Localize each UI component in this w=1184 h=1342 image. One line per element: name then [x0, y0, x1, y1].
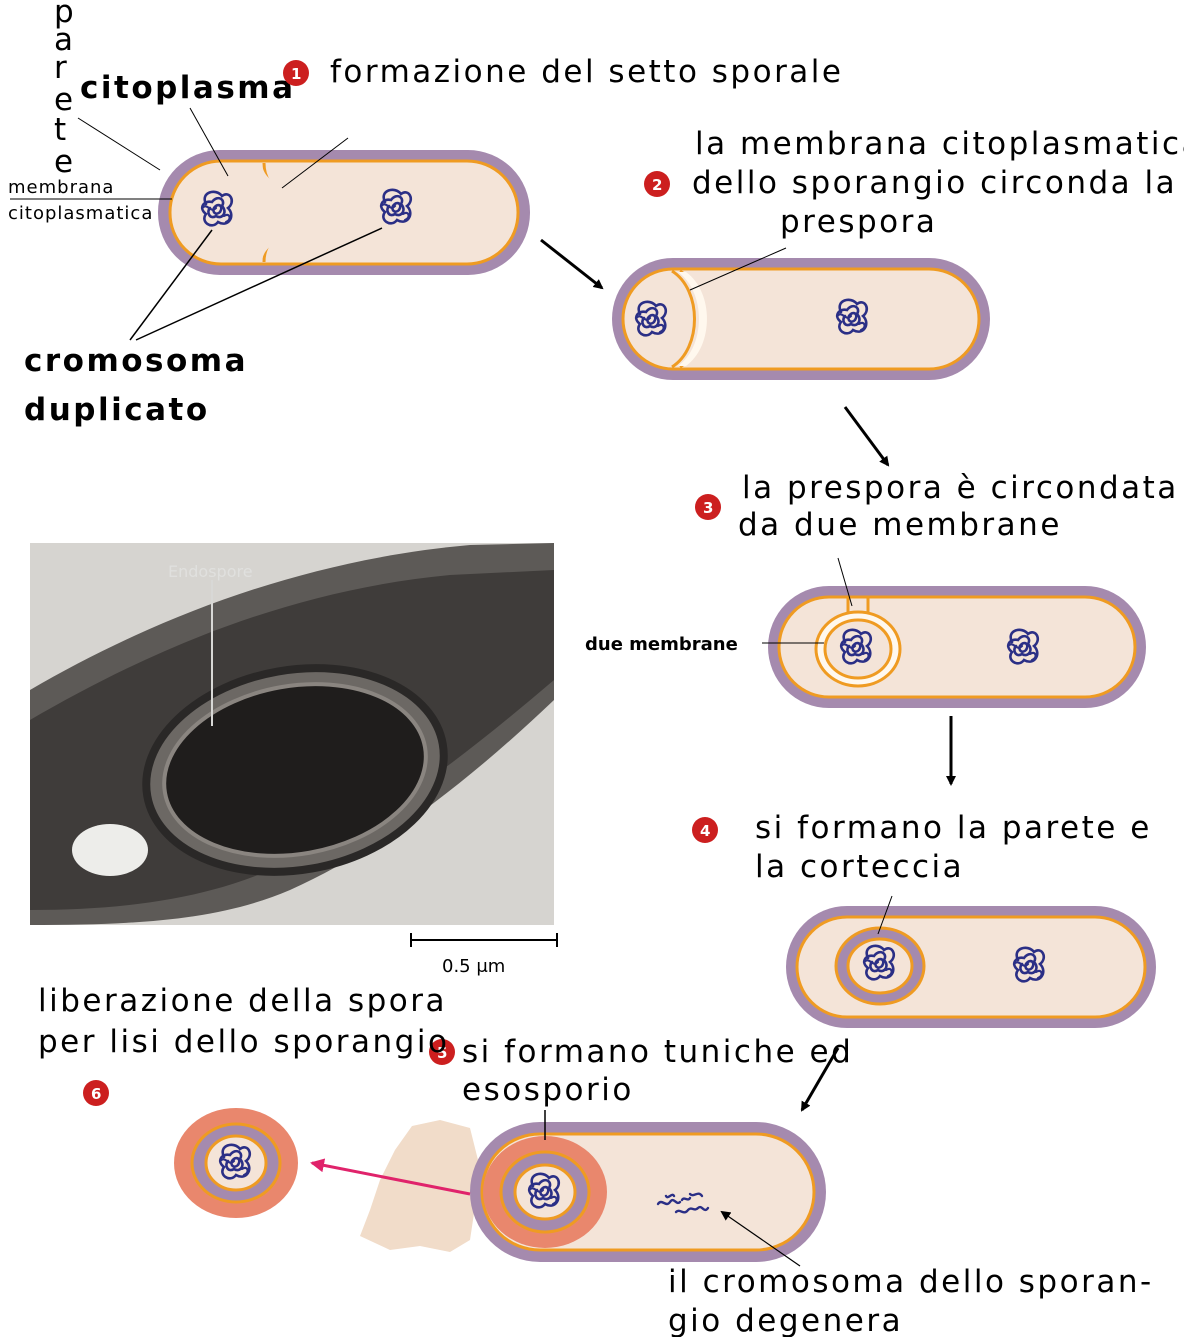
cell-step-2 — [612, 258, 990, 380]
free-spore — [174, 1108, 298, 1218]
step-text: la corteccia — [755, 849, 964, 885]
step-4: 4 si formano la parete e la corteccia — [692, 810, 1152, 885]
cell-step-3 — [768, 586, 1146, 708]
endospore-label: Endospore — [168, 562, 253, 581]
membrana-label-line1: membrana — [8, 177, 114, 198]
step-number: 3 — [703, 499, 713, 517]
due-membrane-label: due membrane — [585, 634, 738, 655]
citoplasma-label: citoplasma — [80, 70, 296, 106]
step-text: si formano tuniche ed — [462, 1034, 853, 1070]
cell-step-5 — [360, 1120, 826, 1262]
parete-letter: t — [54, 112, 69, 148]
step-3: 3 la prespora è circondata da due membra… — [695, 470, 1179, 543]
step-text: da due membrane — [738, 507, 1062, 543]
step-1: 1 formazione del setto sporale — [283, 54, 844, 90]
inner-membrane — [825, 620, 891, 678]
parete-label: p a r e t e — [54, 0, 76, 180]
step-5: 5 si formano tuniche ed esosporio — [429, 1034, 853, 1108]
parete-letter: e — [54, 144, 76, 180]
cytoplasm — [623, 269, 979, 369]
lysed-debris — [360, 1120, 478, 1252]
step-text: la membrana citoplasmatica — [695, 126, 1184, 162]
spore-core — [515, 1165, 575, 1219]
scale-bar: 0.5 μm — [411, 933, 557, 977]
step-number: 1 — [291, 65, 301, 83]
parete-pointer — [78, 118, 160, 170]
sporangio-label-line1: il cromosoma dello sporan- — [668, 1264, 1154, 1300]
step-text: per lisi dello sporangio — [38, 1024, 449, 1060]
step-text: si formano la parete e — [755, 810, 1152, 846]
cell-step-4 — [786, 906, 1156, 1028]
prespora-label: prespora — [780, 204, 937, 240]
step-text: la prespora è circondata — [742, 470, 1179, 506]
cromosoma-label-line1: cromosoma — [24, 343, 248, 379]
step-text: liberazione della spora — [38, 983, 447, 1019]
cell-step-1 — [158, 150, 530, 275]
spore-core — [206, 1136, 266, 1190]
cytoplasm — [170, 161, 518, 264]
step-number: 6 — [91, 1085, 101, 1103]
arrow-1-to-2 — [541, 240, 602, 288]
step-text: esosporio — [462, 1072, 634, 1108]
step-number: 4 — [700, 822, 710, 840]
cromosoma-label-line2: duplicato — [24, 392, 210, 428]
electron-micrograph: Endospore — [30, 543, 554, 925]
membrana-label-line2: citoplasmatica — [8, 203, 153, 224]
step-text: dello sporangio circonda la — [692, 165, 1177, 201]
step-text: formazione del setto sporale — [330, 54, 844, 90]
step-number: 2 — [652, 176, 662, 194]
parete-letter: r — [54, 50, 69, 86]
step-2: 2 la membrana citoplasmatica dello spora… — [644, 126, 1184, 201]
sporangio-label-line2: gio degenera — [668, 1303, 903, 1337]
scale-label: 0.5 μm — [442, 956, 505, 977]
arrow-2-to-3 — [845, 407, 888, 465]
step-6: 6 liberazione della spora per lisi dello… — [38, 983, 449, 1106]
